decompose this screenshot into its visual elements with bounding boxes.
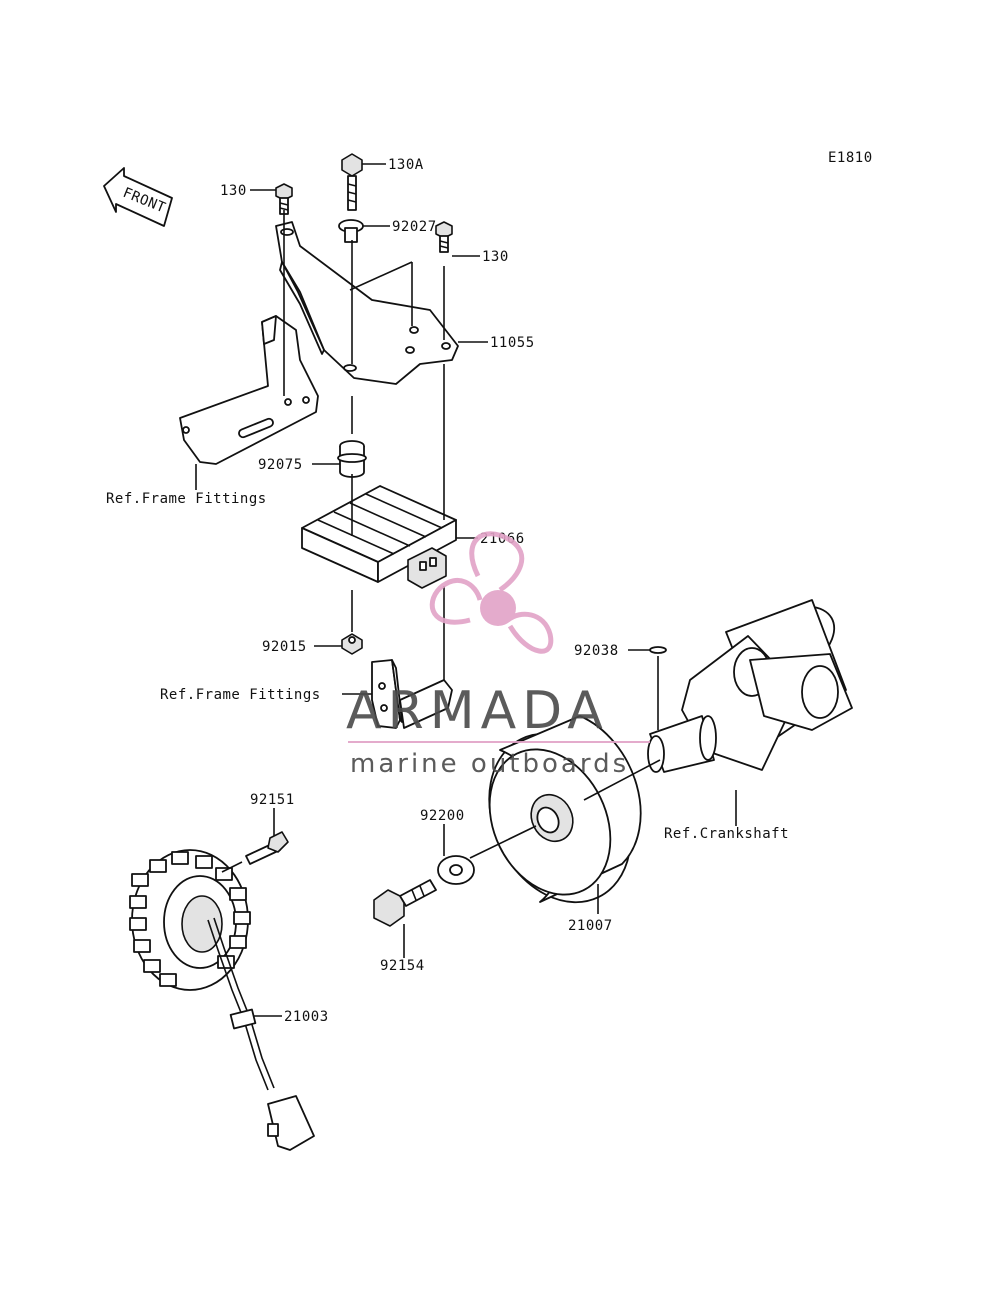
regulator-21066 [301, 485, 457, 589]
label-92027: 92027 [392, 219, 437, 235]
nut-92015 [341, 633, 363, 655]
label-ref-frame-fittings-2: Ref.Frame Fittings [160, 687, 321, 703]
diagram-code: E1810 [828, 150, 873, 166]
label-130A: 130A [388, 157, 424, 173]
bolt-92154 [373, 879, 437, 927]
label-92154: 92154 [380, 958, 425, 974]
label-11055: 11055 [490, 335, 535, 351]
frame-fitting-lower [371, 659, 453, 729]
label-21003: 21003 [284, 1009, 329, 1025]
label-92151: 92151 [250, 792, 295, 808]
front-arrow-icon: FRONT [103, 167, 173, 227]
bolt-130-right [435, 221, 453, 253]
washer-92200 [437, 855, 475, 885]
bolt-92151 [245, 831, 289, 865]
rotor-21007 [488, 715, 642, 904]
frame-fitting-upper [179, 315, 319, 465]
label-ref-crankshaft: Ref.Crankshaft [664, 826, 789, 842]
label-92015: 92015 [262, 639, 307, 655]
label-92200: 92200 [420, 808, 465, 824]
propeller-logo-icon [429, 531, 554, 654]
bolt-130A [341, 153, 363, 211]
bracket-11055 [275, 221, 459, 385]
bolt-130-left [275, 183, 293, 215]
label-92038: 92038 [574, 643, 619, 659]
collar-92027 [338, 219, 364, 243]
label-130-left: 130 [220, 183, 247, 199]
label-92075: 92075 [258, 457, 303, 473]
crankshaft [647, 599, 853, 773]
label-130-right: 130 [482, 249, 509, 265]
grommet-92075 [337, 440, 367, 478]
label-21007: 21007 [568, 918, 613, 934]
key-92038 [649, 646, 667, 654]
leader-lines [195, 163, 737, 1017]
label-ref-frame-fittings-1: Ref.Frame Fittings [106, 491, 267, 507]
watermark-tagline: marine outboards [350, 749, 629, 779]
watermark-brand: ARMADA [346, 681, 609, 741]
armada-watermark: ARMADA marine outboards [346, 531, 650, 779]
stator-21003 [129, 849, 315, 1151]
